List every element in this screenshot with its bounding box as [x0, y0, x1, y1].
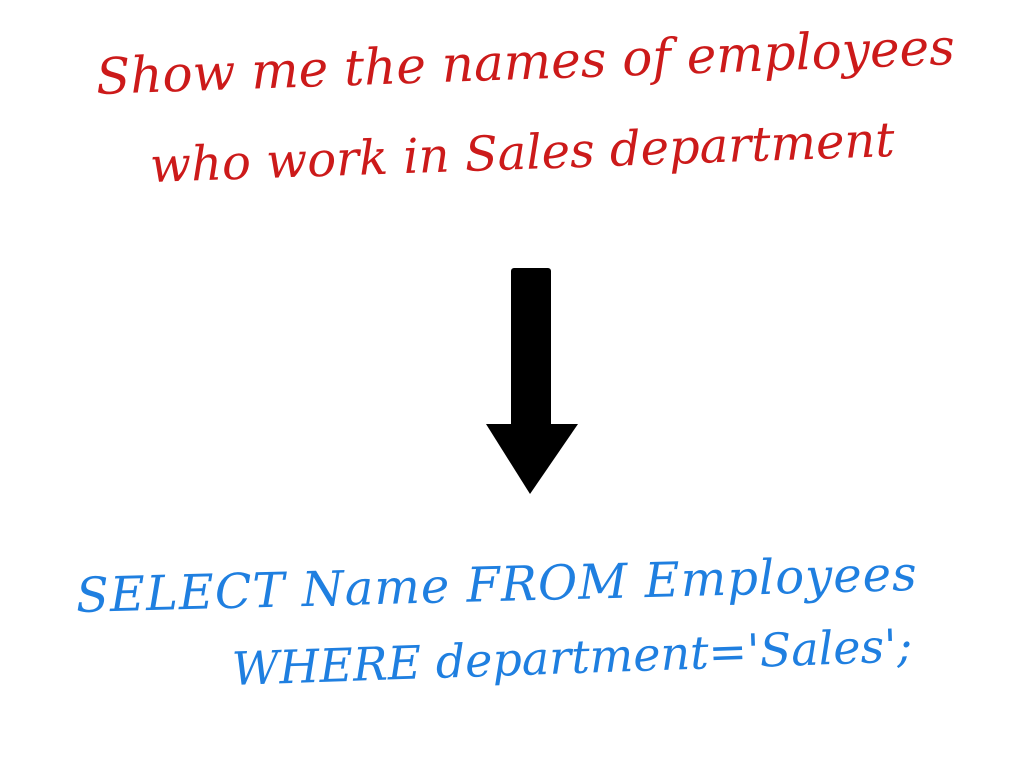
arrow-shaft	[511, 268, 551, 428]
sql-query-line-1: SELECT Name FROM Employees	[75, 545, 919, 624]
natural-language-line-1: Show me the names of employees	[94, 18, 956, 106]
sql-query-line-2: WHERE department='Sales';	[231, 618, 914, 696]
natural-language-line-2: who work in Sales department	[149, 112, 896, 194]
arrow-head	[486, 424, 578, 494]
arrow-down-icon	[486, 268, 578, 494]
